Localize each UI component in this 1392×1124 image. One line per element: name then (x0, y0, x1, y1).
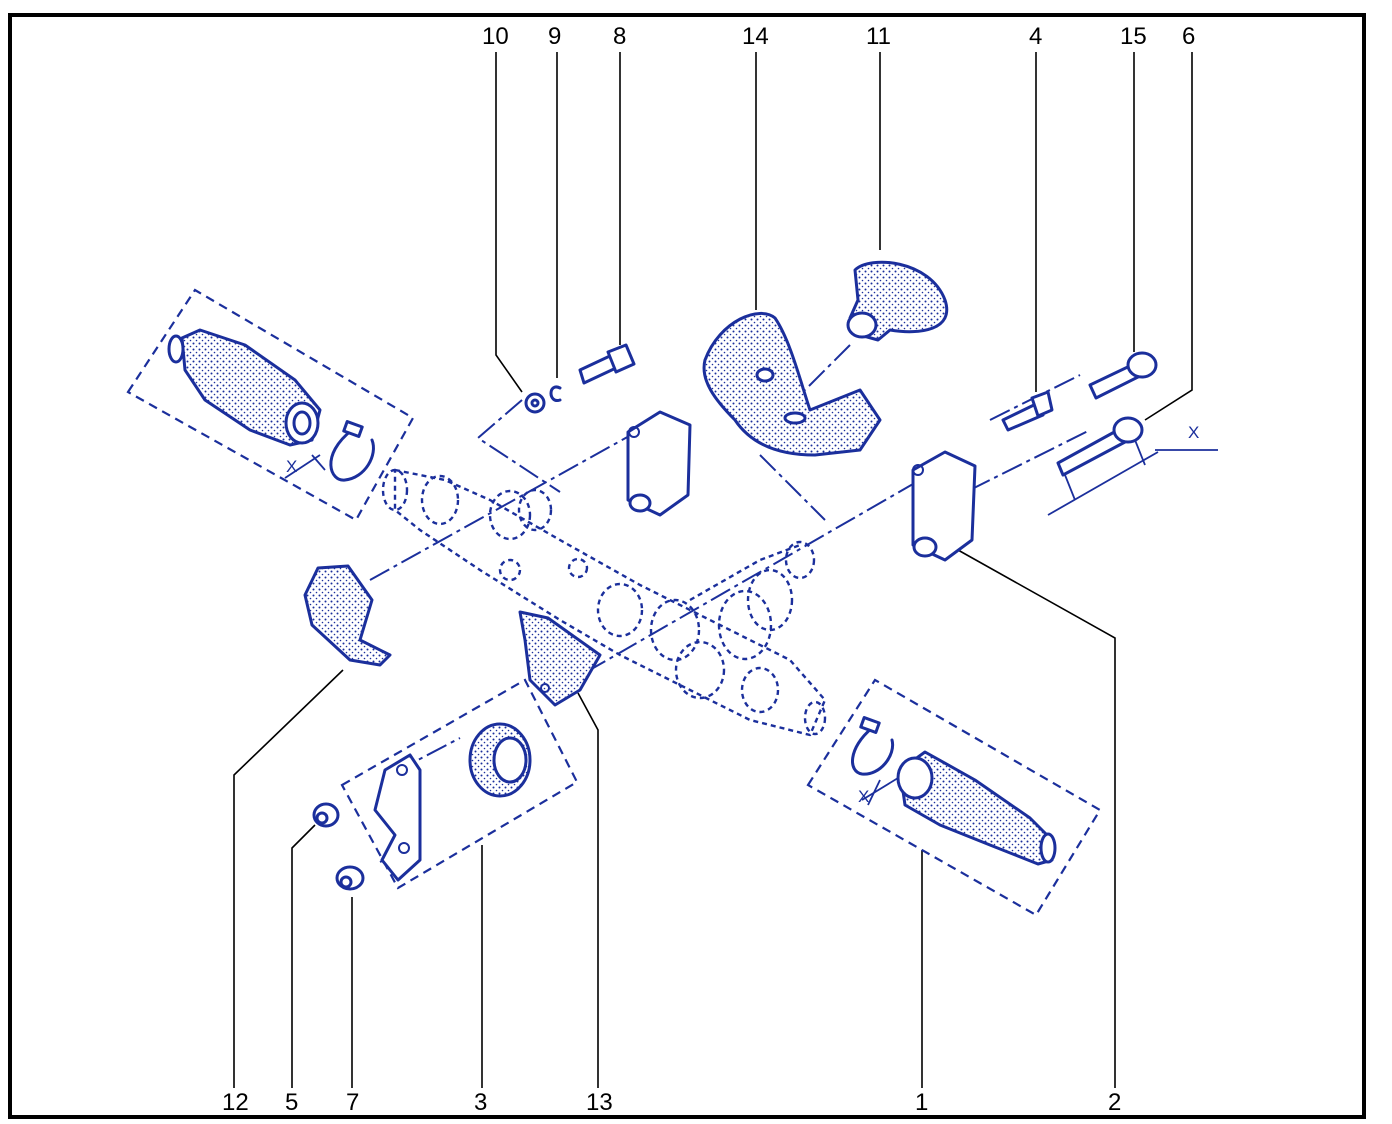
callout-7: 7 (346, 1089, 359, 1116)
leader-6 (1144, 52, 1193, 421)
dimension-markers: X X X (284, 423, 1218, 806)
dimension-x-left: X (286, 457, 297, 476)
heat-shield-14 (702, 312, 882, 457)
split-ring-9 (549, 385, 562, 402)
lower-clamp-3 (373, 753, 422, 882)
callouts-top: 10 9 8 14 11 4 15 6 (482, 23, 1195, 50)
leader-13 (577, 692, 599, 1088)
callout-3: 3 (474, 1089, 487, 1116)
dimension-x-bolt: X (1188, 423, 1199, 442)
right-gaiter-boot (896, 750, 1057, 866)
callout-12: 12 (222, 1089, 249, 1116)
diagram-frame (8, 13, 1366, 1119)
nut-7 (335, 865, 365, 891)
callout-2: 2 (1108, 1089, 1121, 1116)
bolt-6 (1056, 416, 1144, 477)
leader-5 (291, 824, 316, 1088)
left-gaiter-boot (167, 328, 322, 447)
nut-5 (312, 802, 340, 828)
callout-4: 4 (1029, 23, 1042, 50)
left-boot-group-box (126, 288, 415, 522)
bolt-15 (1088, 351, 1158, 400)
right-boot-group-box (806, 678, 1102, 917)
callout-13: 13 (586, 1089, 613, 1116)
left-boot-clip (329, 420, 375, 482)
assembly-group-boxes (126, 288, 1102, 917)
upper-clamp-bracket (626, 410, 692, 517)
bolt-4 (1001, 390, 1054, 432)
callout-14: 14 (742, 23, 769, 50)
rubber-cap-11 (846, 260, 949, 342)
steering-rack-ghost (381, 468, 827, 737)
clamp-bush-group-box (340, 678, 579, 890)
leader-10 (495, 52, 523, 393)
callout-5: 5 (285, 1089, 298, 1116)
callout-8: 8 (613, 23, 626, 50)
mounting-plate-13 (518, 610, 602, 707)
mounting-plate-12 (303, 564, 392, 667)
callout-11: 11 (866, 23, 891, 50)
callout-1: 1 (915, 1089, 928, 1116)
bolt-8 (578, 343, 636, 385)
assembly-axes (369, 344, 1091, 863)
dimension-x-right: X (858, 787, 869, 806)
leader-12 (233, 669, 344, 1088)
washer-10 (524, 392, 546, 414)
callout-15: 15 (1120, 23, 1147, 50)
leader-lines (233, 52, 1193, 1088)
rubber-bush (468, 722, 532, 798)
leader-2 (957, 549, 1116, 1088)
callout-6: 6 (1182, 23, 1195, 50)
callout-10: 10 (482, 23, 509, 50)
right-boot-clip (851, 716, 895, 776)
clamp-bracket-2 (911, 450, 977, 562)
callout-9: 9 (548, 23, 561, 50)
callouts-bottom: 12 5 7 3 13 1 2 (222, 1089, 1121, 1116)
